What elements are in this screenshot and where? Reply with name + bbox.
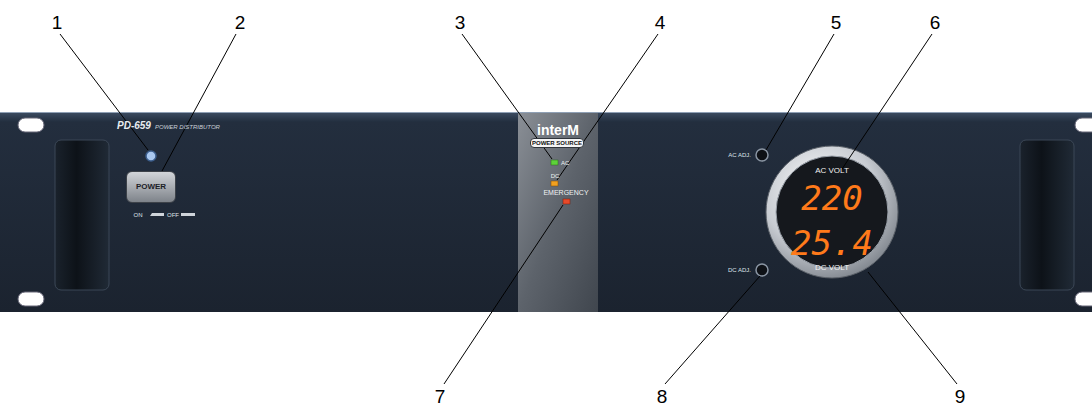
panel-text: POWER SOURCE xyxy=(532,140,582,146)
leader-lines xyxy=(60,34,957,384)
ac-adjust-knob xyxy=(756,149,768,161)
off-label: OFF xyxy=(167,212,179,218)
rack-handle xyxy=(55,140,109,290)
front-plate xyxy=(0,112,1092,312)
voltage-readout: 25.4 xyxy=(791,226,873,260)
callout-number: 9 xyxy=(955,387,966,406)
emergency-indicator-label: EMERGENCY xyxy=(543,189,588,196)
rack-hole xyxy=(1075,118,1092,132)
model-description: POWER DISTRIBUTOR xyxy=(155,124,220,130)
rack-handle xyxy=(1020,140,1074,290)
callout-number: 6 xyxy=(930,13,941,32)
callout-number: 4 xyxy=(655,13,666,32)
callout-number: 2 xyxy=(235,13,246,32)
emergency-led xyxy=(563,199,570,204)
on-label: ON xyxy=(134,212,143,218)
meter-face xyxy=(776,156,888,268)
off-symbol xyxy=(181,213,195,216)
rack-hole xyxy=(18,118,44,132)
ac-indicator-label: AC xyxy=(561,160,569,166)
brand-logo: interM xyxy=(537,123,579,137)
callout-number: 5 xyxy=(831,13,842,32)
ac-led xyxy=(551,160,558,165)
meter-bezel xyxy=(766,146,898,278)
rack-hole xyxy=(1075,292,1092,306)
voltage-readout: 220 xyxy=(801,181,862,215)
callout-number: 1 xyxy=(52,13,63,32)
panel-text: AC VOLT xyxy=(815,167,849,175)
power-source-badge: POWER SOURCE xyxy=(530,138,584,148)
callout-number: 7 xyxy=(435,387,446,406)
model-name: PD-659 xyxy=(117,121,151,131)
voltmeter-display: AC VOLT22025.4DC VOLT xyxy=(776,156,888,268)
panel-text: DC VOLT xyxy=(815,264,849,272)
ac-adjust-label: AC ADJ. xyxy=(728,152,751,158)
callout-number: 3 xyxy=(455,13,466,32)
rack-hole xyxy=(18,292,44,306)
on-symbol xyxy=(150,213,164,216)
dc-led xyxy=(551,181,558,186)
callout-number: 8 xyxy=(657,387,668,406)
dc-adjust-label: DC ADJ. xyxy=(728,267,751,273)
dc-adjust-knob xyxy=(756,264,768,276)
power-led xyxy=(146,151,156,161)
panel-text: POWER xyxy=(136,183,166,191)
dc-indicator-label: DC xyxy=(551,173,560,179)
power-button: POWER xyxy=(126,171,176,203)
